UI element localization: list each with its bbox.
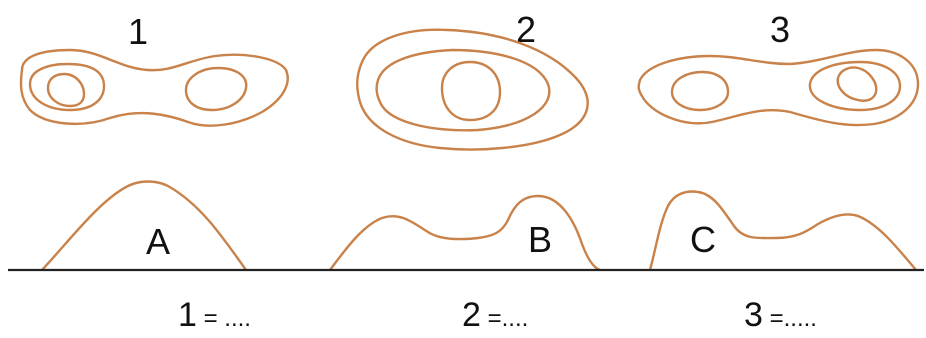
answer-2-blank: =.... bbox=[481, 305, 528, 332]
map-1-middle-contour bbox=[28, 62, 106, 112]
contour-map-2 bbox=[356, 28, 589, 151]
answer-1: 1 = .... bbox=[178, 296, 251, 334]
map-1-outer-contour bbox=[19, 48, 289, 127]
map-2-middle-contour bbox=[375, 48, 551, 132]
answer-2-number: 2 bbox=[462, 296, 481, 334]
profile-a-letter: A bbox=[146, 221, 170, 262]
map-3-middle-contour-right bbox=[808, 60, 902, 112]
profile-a-curve bbox=[41, 180, 247, 271]
answer-2: 2 =.... bbox=[462, 296, 528, 334]
contour-map-1 bbox=[19, 48, 289, 127]
map-1-number: 1 bbox=[128, 11, 148, 52]
map-3-inner-contour-left bbox=[670, 70, 730, 112]
map-1-inner-contour-left bbox=[46, 72, 86, 108]
profile-b-letter: B bbox=[528, 219, 552, 260]
map-1-inner-contour-right bbox=[184, 66, 248, 112]
answer-3-blank: =..... bbox=[763, 305, 817, 332]
contour-map-3 bbox=[637, 48, 920, 127]
answer-1-blank: = .... bbox=[197, 305, 251, 332]
map-2-inner-contour bbox=[440, 60, 502, 122]
map-2-outer-contour bbox=[356, 28, 589, 151]
profile-b-curve bbox=[329, 194, 601, 272]
answer-3-number: 3 bbox=[744, 296, 763, 334]
answer-1-number: 1 bbox=[178, 296, 197, 334]
map-3-number: 3 bbox=[770, 9, 790, 50]
profile-c-curve bbox=[648, 190, 917, 271]
map-2-number: 2 bbox=[516, 9, 536, 50]
map-3-outer-contour bbox=[637, 48, 920, 127]
answer-3: 3 =..... bbox=[744, 296, 817, 334]
map-3-inner-contour-right bbox=[836, 66, 878, 102]
profile-c-letter: C bbox=[690, 219, 716, 260]
